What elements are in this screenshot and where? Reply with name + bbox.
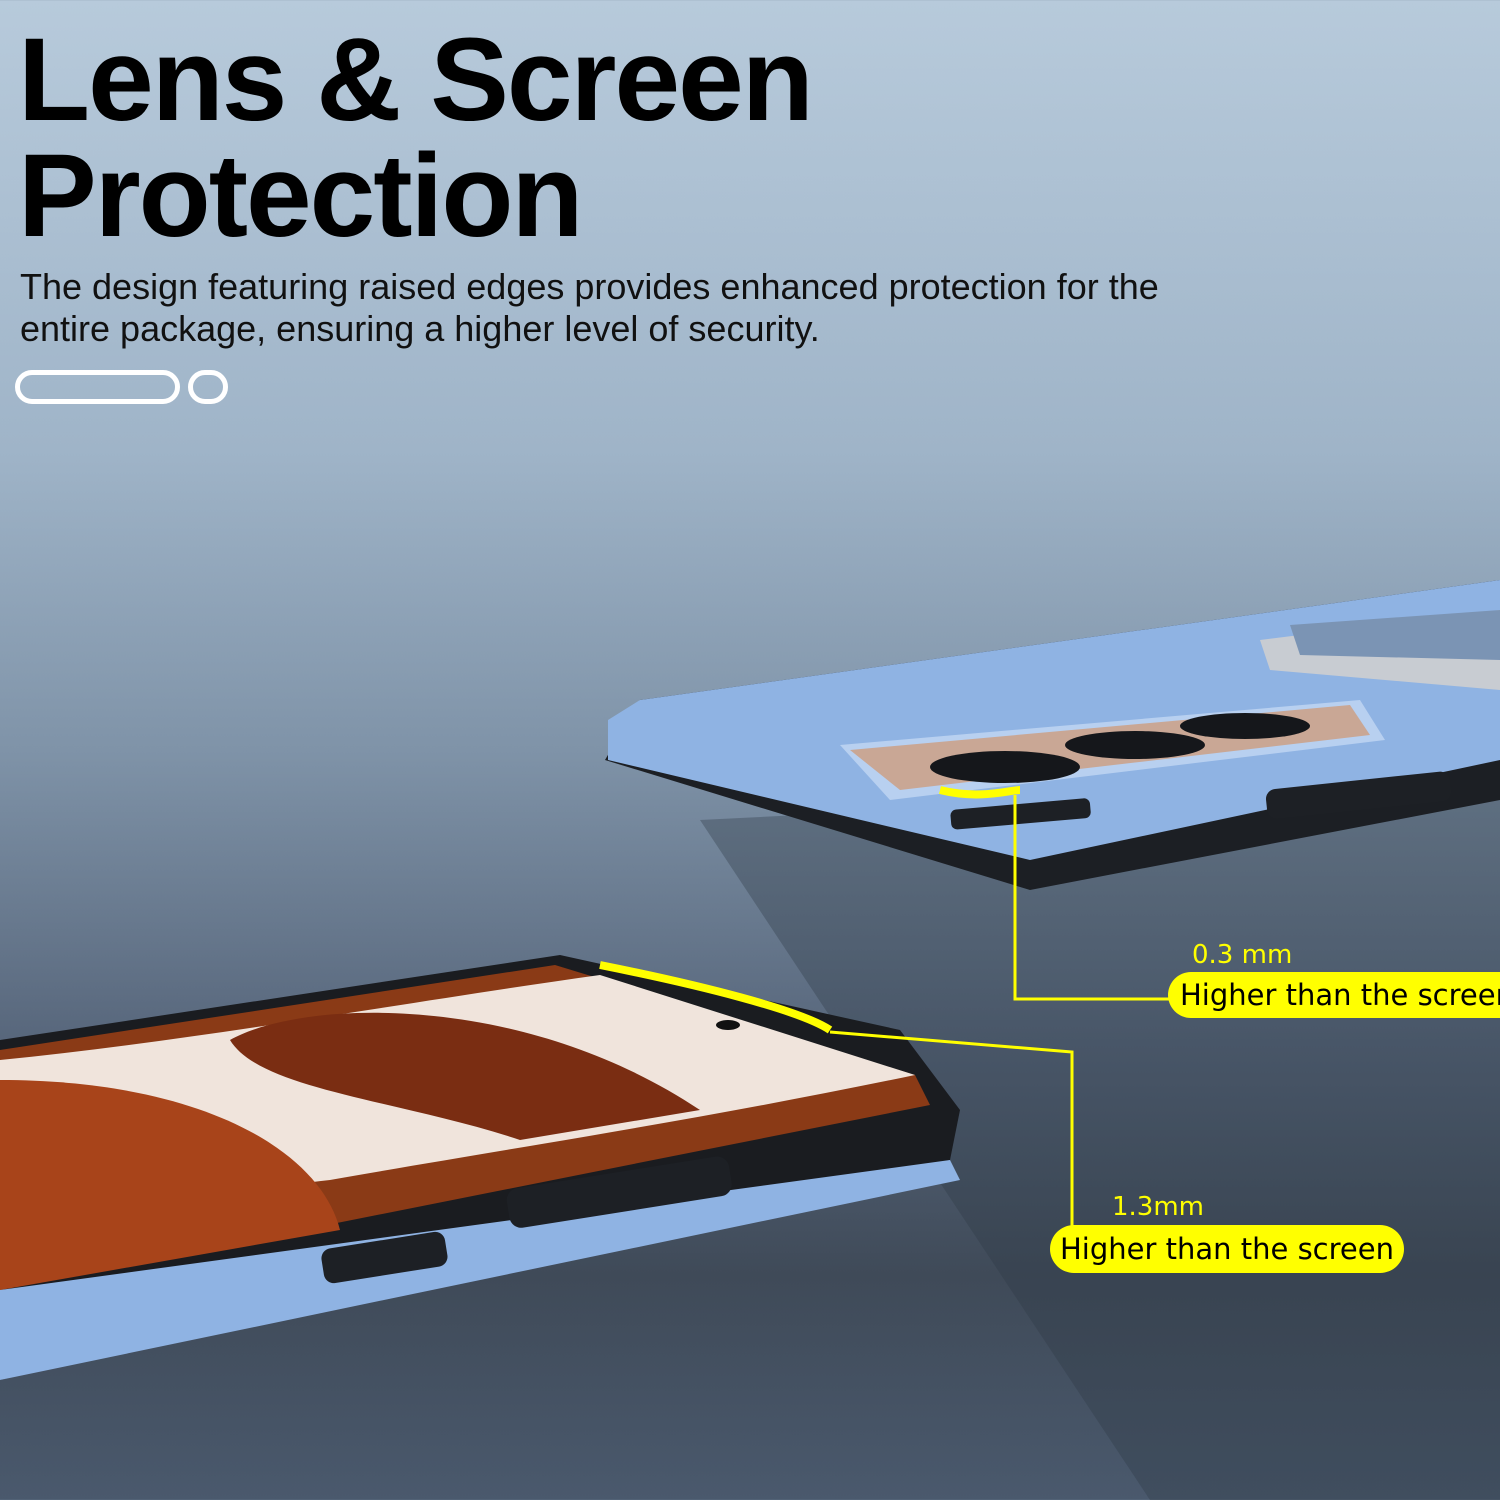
title-line-2: Protection <box>18 130 583 262</box>
callout-lens-measure: 0.3 mm <box>1192 940 1293 970</box>
phone-back-camera <box>605 580 1500 890</box>
light-shadow <box>700 780 1500 1500</box>
callout-screen-label: Higher than the screen <box>1050 1225 1404 1273</box>
phone-screen <box>0 955 960 1380</box>
decorative-pill-long <box>15 370 180 404</box>
description: The design featuring raised edges provid… <box>20 266 1159 349</box>
callout-screen-measure: 1.3mm <box>1112 1192 1205 1222</box>
callout-lines <box>599 786 1170 1228</box>
callout-lens-label: Higher than the screen <box>1168 972 1500 1018</box>
decorative-pill-short <box>188 370 228 404</box>
title-line-1: Lens & Screen <box>18 14 814 146</box>
